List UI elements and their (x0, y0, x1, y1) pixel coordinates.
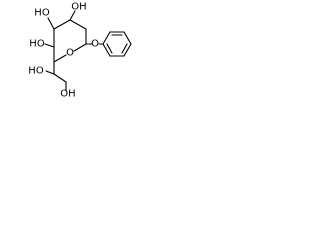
label-oh-bottom: OH (60, 89, 75, 100)
label-ho-lower-left: HO (28, 66, 44, 77)
phenyl-double-bond-b (121, 43, 128, 54)
label-ho-mid-left: HO (29, 39, 45, 50)
bond-c6-c7 (53, 73, 67, 83)
ring-bond-c0-o (73, 43, 87, 52)
phenyl-double-bond-c (106, 43, 113, 54)
bond-c3-oh (47, 17, 55, 30)
molecule-diagram: HO OH HO O O HO OH (28, 2, 132, 100)
phenyl-bond-1 (102, 31, 111, 45)
phenyl-bond-4 (123, 43, 132, 57)
ring-bond-c2-c1 (69, 19, 87, 30)
phenyl-bond-3 (123, 31, 132, 45)
label-ether-oxygen: O (91, 39, 99, 50)
label-ho-top-left: HO (34, 8, 50, 19)
label-oh-top-right: OH (71, 2, 86, 13)
bond-c2-oh (69, 10, 76, 21)
ring-bond-o-c5 (53, 54, 67, 63)
bond-c4-oh (44, 43, 55, 48)
ring-bond-c3-c2 (53, 19, 71, 30)
phenyl-bond-6 (102, 43, 111, 57)
label-ring-oxygen: O (66, 48, 74, 59)
bond-c6-oh (45, 70, 55, 75)
